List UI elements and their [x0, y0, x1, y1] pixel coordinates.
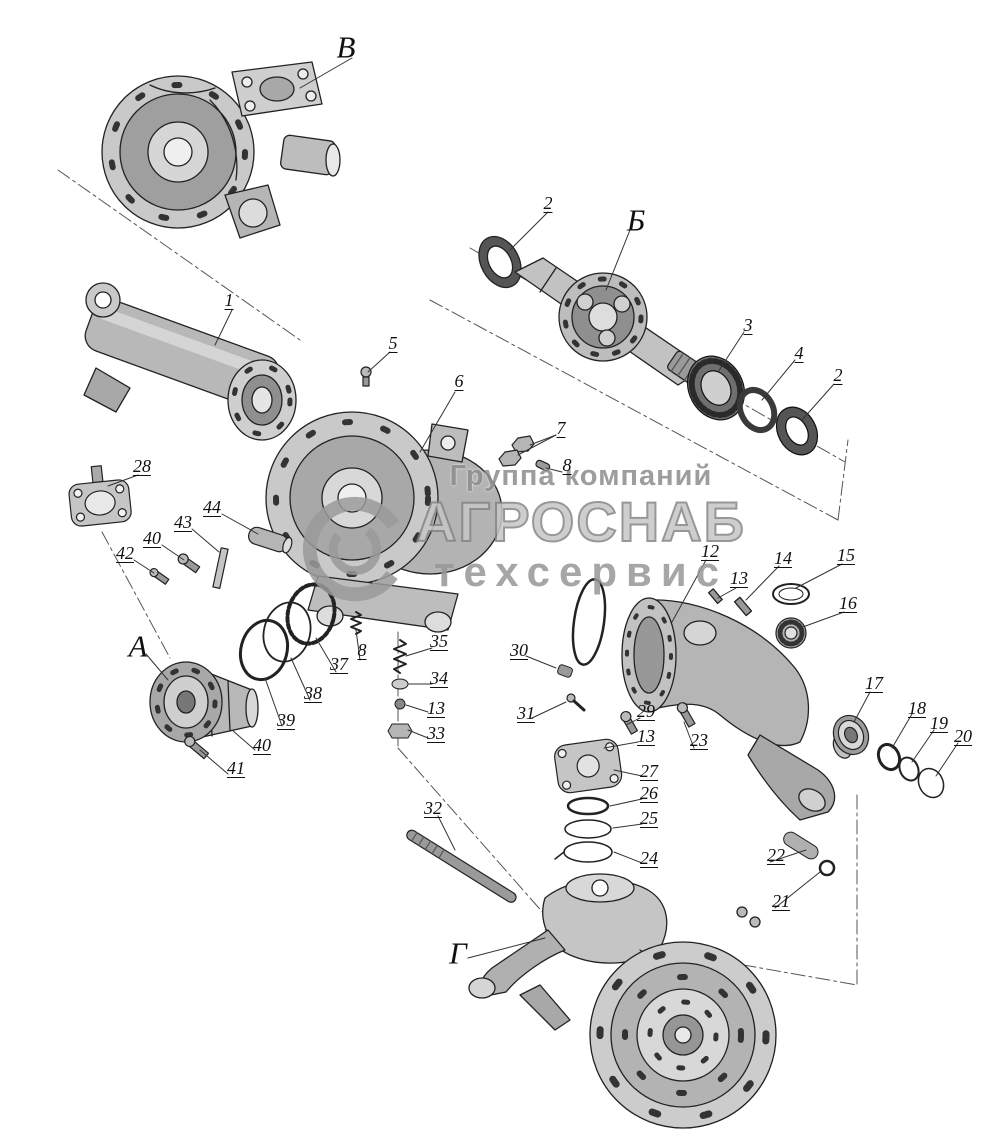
part-23-bolt	[676, 702, 696, 728]
part-1-axle-beam	[83, 282, 297, 441]
part-15-seal-ring	[772, 583, 810, 605]
part-26-oring	[566, 796, 610, 816]
part-4-washer	[736, 386, 778, 434]
part-2-seal-inner	[775, 406, 819, 456]
part-20-ring	[917, 767, 945, 799]
assembly-v-brake-unit	[101, 61, 341, 239]
part-3-bevel-gear	[686, 355, 746, 421]
assembly-g-knuckle-hub	[468, 873, 777, 1129]
part-27-cover	[554, 738, 623, 794]
part-5-breather	[360, 366, 372, 387]
assembly-b-hub-shaft	[478, 235, 715, 392]
part-44-pin	[247, 526, 293, 554]
part-29-bolt	[620, 710, 639, 735]
part-32-tie-rod	[406, 829, 517, 903]
part-18-ring	[876, 742, 902, 772]
part-22-kingpin	[783, 831, 819, 860]
part-25-shim	[564, 819, 612, 839]
part-43-lock-plate	[212, 547, 229, 589]
leader-lines	[107, 57, 959, 959]
part-41-bolt	[184, 735, 210, 760]
part-28-flange	[68, 465, 132, 527]
part-8-spring-pin	[350, 611, 362, 635]
part-40-bolt-left	[177, 553, 201, 574]
part-39-oring	[238, 618, 290, 682]
part-13-ball	[394, 698, 406, 710]
part-7-nuts	[498, 435, 535, 467]
part-8-stud	[535, 459, 551, 472]
part-38-oring	[262, 601, 312, 663]
part-34-washer	[391, 678, 409, 690]
part-31-bolt	[566, 693, 586, 712]
part-6-diff-housing	[265, 411, 503, 633]
part-42-bolt	[149, 567, 170, 585]
assembly-a-drive-flange	[149, 661, 259, 743]
part-16-toothed-cap	[775, 617, 807, 649]
part-12-knuckle-housing	[571, 578, 836, 821]
part-30-plug	[557, 664, 573, 678]
part-35-spring	[393, 639, 407, 674]
part-17-bearing	[832, 714, 870, 759]
part-24-shim	[554, 841, 613, 863]
part-19-ring	[898, 756, 920, 782]
part-33-nut	[387, 723, 413, 739]
part-21-ring	[818, 859, 836, 877]
